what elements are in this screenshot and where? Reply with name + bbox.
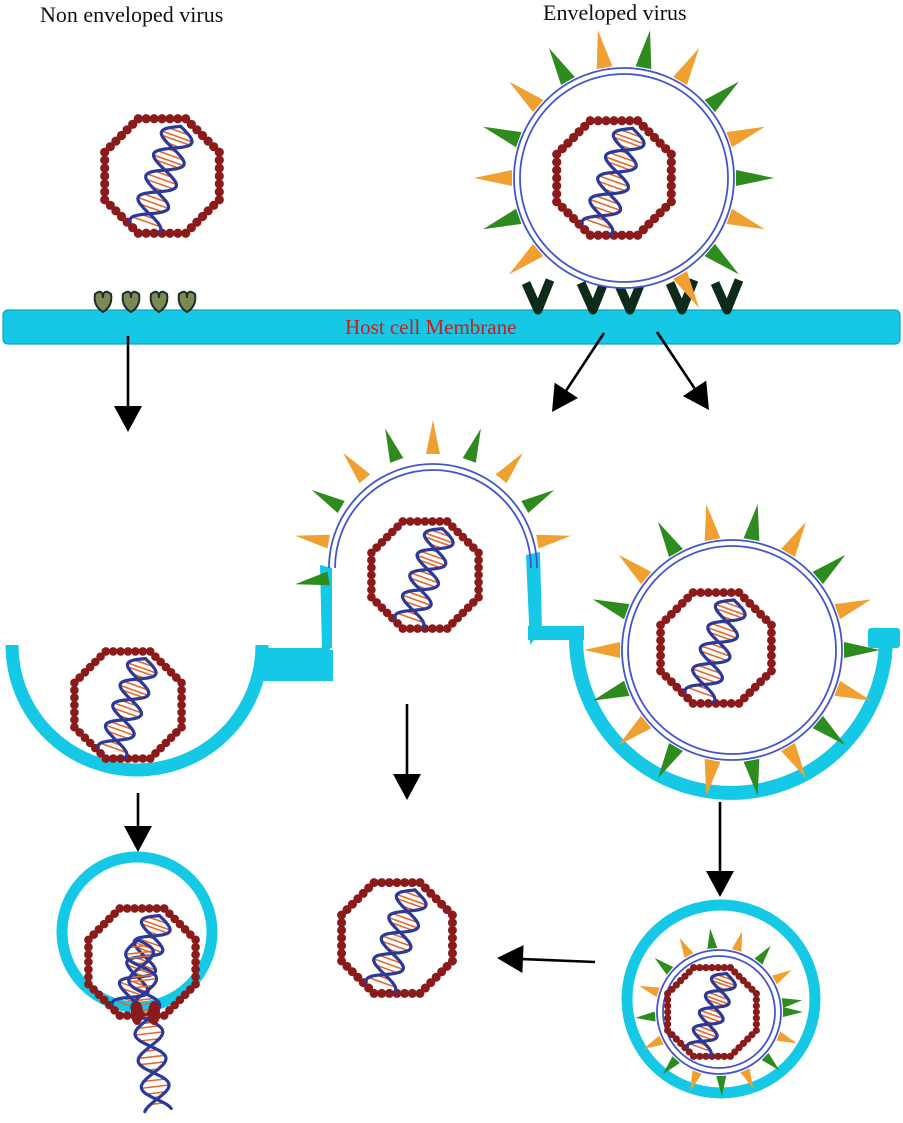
glycoprotein-spike-icon	[463, 428, 481, 462]
dna-helix-icon	[366, 890, 426, 992]
membrane-segment	[258, 648, 330, 678]
receptor-icon	[715, 280, 739, 310]
glycoprotein-spike-icon	[597, 30, 613, 69]
glycoprotein-spike-icon	[835, 681, 872, 701]
glycoprotein-spike-icon	[593, 681, 630, 701]
pore-protein	[131, 1001, 143, 1025]
glycoprotein-spike-icon	[426, 420, 440, 454]
glycoprotein-spike-icon	[835, 599, 872, 619]
glycoprotein-spike-icon	[509, 244, 543, 275]
glycoprotein-spike-icon	[549, 48, 575, 85]
glycoprotein-spike-icon	[673, 48, 699, 85]
glycoprotein-spike-icon	[593, 599, 630, 619]
glycoprotein-spike-icon	[385, 428, 403, 462]
arrow-down-icon	[706, 802, 734, 897]
membrane-segment	[868, 628, 900, 648]
glycoprotein-spike-icon	[521, 490, 554, 513]
glycoprotein-spike-icon	[343, 453, 370, 484]
glycoprotein-spike-icon	[781, 522, 806, 557]
membrane-segment	[528, 626, 584, 640]
pore-protein	[148, 1001, 160, 1025]
arrow-down-icon	[393, 704, 421, 800]
virus-capsid	[337, 878, 457, 998]
receptor-icon	[95, 292, 112, 312]
glycoprotein-spike-icon	[705, 244, 739, 275]
arrow-down-icon	[552, 333, 604, 412]
glycoprotein-spike-icon	[636, 30, 652, 69]
viral-envelope	[474, 30, 774, 308]
glycoprotein-spike-icon	[705, 504, 721, 541]
receptor-icon	[151, 292, 168, 312]
virus-capsid	[70, 647, 186, 763]
glycoprotein-spike-icon	[483, 209, 521, 230]
glycoprotein-spike-icon	[312, 490, 345, 513]
arrow-down-icon	[114, 336, 142, 432]
glycoprotein-spike-icon	[584, 642, 620, 658]
dna-helix-icon	[98, 659, 156, 758]
glycoprotein-spike-icon	[727, 127, 765, 148]
glycoprotein-spike-icon	[658, 522, 683, 557]
dna-helix-icon	[130, 126, 192, 232]
glycoprotein-spike-icon	[736, 170, 774, 186]
glycoprotein-spike-icon	[705, 82, 739, 113]
glycoprotein-spike-icon	[295, 535, 330, 549]
glycoprotein-spike-icon	[496, 453, 523, 484]
arrow-down-icon	[124, 793, 152, 852]
receptor-icon	[123, 292, 140, 312]
virus-capsid	[367, 517, 483, 633]
virus-capsid	[100, 114, 224, 238]
dna-helix-icon	[395, 529, 453, 628]
receptor-icon	[179, 292, 196, 312]
non-enveloped-virus-label: Non enveloped virus	[40, 2, 223, 28]
arrow-down-icon	[497, 945, 595, 973]
glycoprotein-spike-icon	[658, 743, 683, 778]
glycoprotein-spike-icon	[727, 209, 765, 230]
glycoprotein-spike-icon	[295, 572, 330, 586]
host-cell-membrane-label: Host cell Membrane	[345, 315, 516, 340]
glycoprotein-spike-icon	[474, 170, 512, 186]
glycoprotein-spike-icon	[483, 127, 521, 148]
glycoprotein-spike-icon	[744, 504, 760, 541]
glycoprotein-spike-icon	[509, 82, 543, 113]
glycoprotein-spike-icon	[536, 535, 571, 549]
enveloped-virus-label: Enveloped virus	[543, 0, 687, 26]
receptor-icon	[526, 280, 550, 310]
